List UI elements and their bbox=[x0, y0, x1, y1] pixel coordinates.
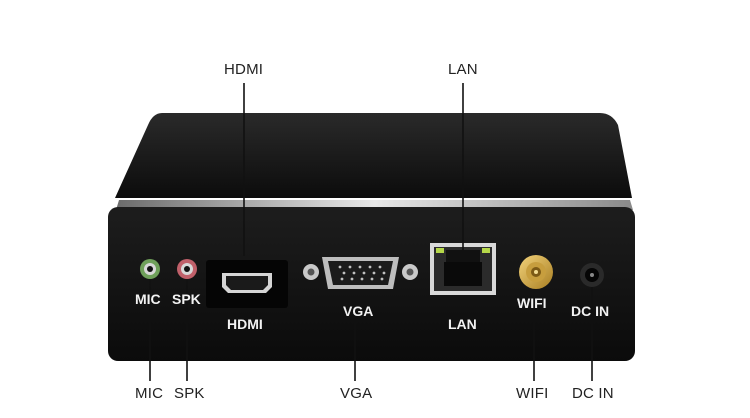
wifi-antenna-connector bbox=[519, 255, 553, 289]
callout-lan: LAN bbox=[448, 61, 478, 78]
panel-label-mic: MIC bbox=[135, 291, 161, 307]
callout-lines bbox=[149, 83, 593, 381]
hdmi-port bbox=[206, 260, 288, 308]
dc-in-jack bbox=[580, 263, 604, 287]
vga-port bbox=[303, 257, 418, 289]
spk-jack bbox=[177, 259, 197, 279]
callout-spk: SPK bbox=[174, 385, 205, 402]
mic-jack bbox=[140, 259, 160, 279]
panel-label-dc-in: DC IN bbox=[571, 303, 610, 319]
panel-label-spk: SPK bbox=[172, 291, 201, 307]
panel-label-vga: VGA bbox=[343, 303, 374, 319]
callout-dc-in: DC IN bbox=[572, 385, 614, 402]
panel-label-wifi: WIFI bbox=[517, 295, 547, 311]
device-top bbox=[115, 113, 633, 210]
callout-vga: VGA bbox=[340, 385, 373, 402]
callout-wifi: WIFI bbox=[516, 385, 549, 402]
lan-port bbox=[430, 243, 496, 295]
callout-mic: MIC bbox=[135, 385, 164, 402]
panel-label-hdmi: HDMI bbox=[227, 316, 263, 332]
callout-hdmi: HDMI bbox=[224, 61, 264, 78]
panel-label-lan: LAN bbox=[448, 316, 477, 332]
